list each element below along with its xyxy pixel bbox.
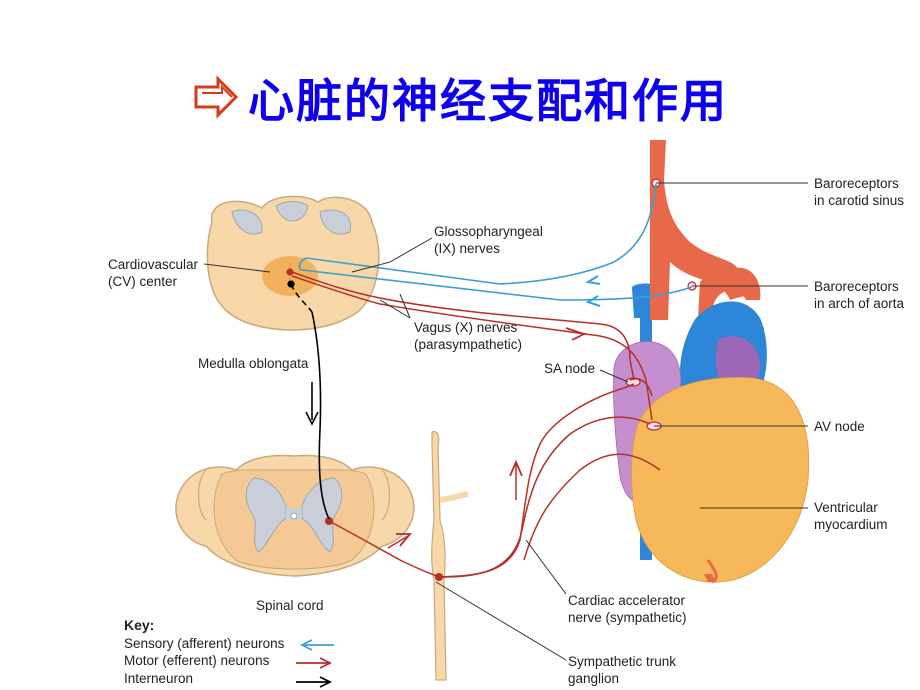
baro-carotid-label-2: in carotid sinus	[814, 193, 904, 208]
legend-sensory-arrow	[299, 639, 334, 651]
baro-carotid-label: Baroreceptors	[814, 176, 899, 191]
cv-center-label: Cardiovascular	[108, 257, 199, 272]
slide-title: 心脏的神经支配和作用	[248, 74, 728, 128]
cardiac-accelerator-label-2: nerve (sympathetic)	[568, 610, 687, 625]
interneuron-pathway	[290, 283, 330, 520]
ventricular-label-2: myocardium	[814, 517, 888, 532]
medulla-oblongata	[206, 195, 380, 331]
title-bar: 心脏的神经支配和作用	[192, 66, 728, 130]
baro-aorta-label-2: in arch of aorta	[814, 296, 905, 311]
vagus-label: Vagus (X) nerves	[414, 320, 518, 335]
legend: Key: Sensory (afferent) neurons Motor (e…	[124, 617, 334, 688]
legend-interneuron-label: Interneuron	[124, 671, 193, 686]
motor-pathways	[291, 271, 661, 578]
diagram-labels: Cardiovascular (CV) center Glossopharyng…	[108, 176, 905, 686]
cv-center-label-2: (CV) center	[108, 274, 178, 289]
av-node-label: AV node	[814, 419, 865, 434]
sympathetic-trunk-label: Sympathetic trunk	[568, 654, 676, 669]
glossopharyngeal-label: Glossopharyngeal	[434, 224, 543, 239]
ventricular-label: Ventricular	[814, 500, 878, 515]
glossopharyngeal-label-2: (IX) nerves	[434, 241, 500, 256]
heart	[613, 140, 810, 584]
legend-title: Key:	[124, 617, 154, 633]
cardiac-accelerator-label: Cardiac accelerator	[568, 593, 686, 608]
sympathetic-trunk	[431, 431, 469, 681]
sympathetic-trunk-label-2: ganglion	[568, 671, 619, 686]
legend-motor-label: Motor (efferent) neurons	[124, 653, 270, 668]
baro-aorta-label: Baroreceptors	[814, 279, 899, 294]
sensory-pathways	[298, 183, 693, 307]
legend-motor-arrow	[296, 657, 333, 669]
legend-interneuron-arrow	[296, 676, 333, 688]
spinal-cord	[175, 454, 415, 577]
vagus-label-2: (parasympathetic)	[414, 337, 522, 352]
arrow-outline-icon	[194, 75, 239, 119]
sa-node-label: SA node	[544, 361, 595, 376]
medulla-label: Medulla oblongata	[198, 356, 309, 371]
spinal-cord-label: Spinal cord	[256, 598, 324, 613]
label-leaders	[203, 182, 808, 661]
legend-sensory-label: Sensory (afferent) neurons	[124, 636, 285, 651]
